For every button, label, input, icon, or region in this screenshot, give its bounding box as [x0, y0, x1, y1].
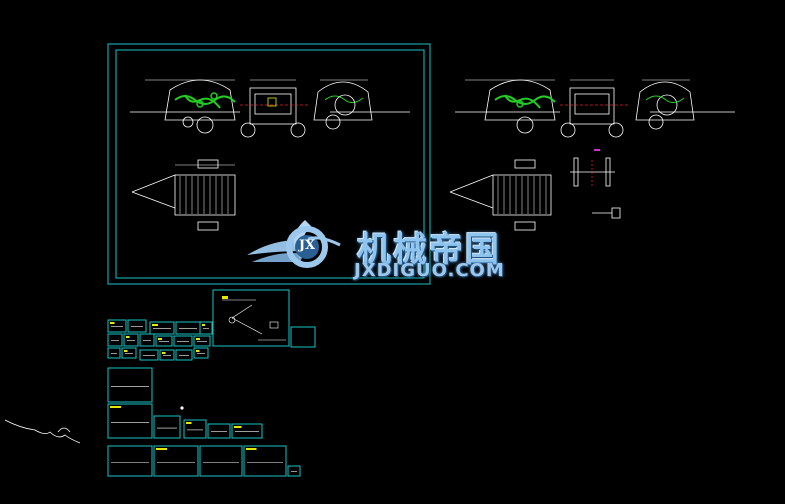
front-elevation-right [313, 79, 410, 130]
part-dimension-mark [158, 338, 162, 340]
gear-wings-logo-icon [247, 220, 341, 268]
part-sheet [139, 349, 159, 361]
part-dimension-mark [124, 350, 128, 352]
part-sheet [153, 415, 181, 439]
part-dimension-mark [110, 406, 121, 408]
part-dimension-mark [196, 350, 200, 352]
part-dimension-mark [126, 336, 130, 338]
part-sheet [107, 333, 123, 347]
part-sheets-grid [107, 319, 301, 477]
front-elevation-middle [240, 79, 308, 138]
profile-sketch [4, 406, 184, 444]
part-sheet [199, 321, 213, 335]
axle-detail [570, 149, 621, 219]
part-sheet-large [212, 289, 316, 348]
front-elevation-copy-right [635, 79, 735, 130]
part-sheet [139, 333, 155, 347]
part-sheet [175, 349, 193, 361]
front-elevation-copy-middle [560, 79, 628, 138]
part-sheet [107, 445, 153, 477]
part-dimension-mark [162, 352, 166, 354]
part-dimension-mark [156, 448, 167, 450]
part-dimension-mark [186, 422, 192, 424]
part-dimension-mark [152, 324, 158, 326]
part-sheet [107, 367, 153, 403]
part-dimension-mark [196, 338, 200, 340]
plan-view-trailer [131, 159, 236, 231]
part-sheet [175, 321, 201, 335]
part-sheet [243, 445, 287, 477]
part-sheet [231, 423, 263, 439]
front-elevation-copy-left [455, 79, 560, 134]
part-sheet [153, 445, 199, 477]
part-sheet [207, 423, 231, 439]
part-sheet [127, 319, 147, 333]
part-sheet [123, 333, 139, 347]
part-sheet [149, 321, 175, 335]
part-sheet [193, 347, 209, 359]
part-sheet [107, 319, 127, 333]
part-dimension-mark [234, 426, 242, 428]
main-drawing-sheet [107, 43, 431, 285]
part-dimension-mark [202, 324, 205, 326]
part-dimension-mark [246, 448, 257, 450]
part-sheet [199, 445, 243, 477]
part-sheet [173, 335, 193, 347]
watermark-site-url: JXDIGUO.COM [354, 260, 505, 281]
watermark-brand-name: 机械帝国 [357, 230, 501, 270]
front-elevation-left [130, 79, 240, 134]
part-sheet [159, 349, 175, 361]
plan-view-trailer-copy [449, 159, 552, 231]
part-sheet [287, 465, 301, 477]
part-dimension-mark [110, 322, 115, 324]
part-sheet [107, 347, 121, 359]
part-sheet [155, 335, 173, 347]
logo-emblem-text: JX [298, 238, 316, 253]
part-sheet [107, 403, 153, 439]
part-sheet [121, 347, 137, 359]
part-sheet [183, 419, 207, 439]
part-sheet [193, 335, 211, 347]
